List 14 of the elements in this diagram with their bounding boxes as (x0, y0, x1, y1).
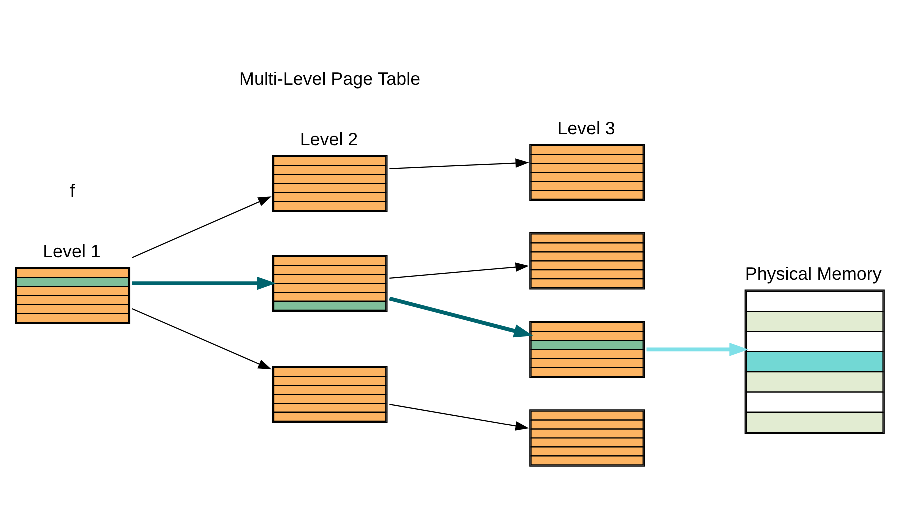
node-label: Physical Memory (745, 264, 882, 284)
arrow (132, 308, 272, 370)
arrow (390, 404, 530, 431)
arrow (390, 158, 530, 170)
node-label: Level 2 (300, 129, 358, 150)
arrow (390, 262, 530, 279)
node-label: Level 1 (43, 242, 101, 262)
label: Multi-Level Page Table (240, 68, 421, 89)
arrow (132, 196, 272, 258)
node-label: Level 3 (558, 118, 616, 138)
arrow (646, 343, 749, 356)
arrow (389, 296, 534, 338)
label: f (70, 181, 76, 202)
arrow (132, 276, 276, 290)
